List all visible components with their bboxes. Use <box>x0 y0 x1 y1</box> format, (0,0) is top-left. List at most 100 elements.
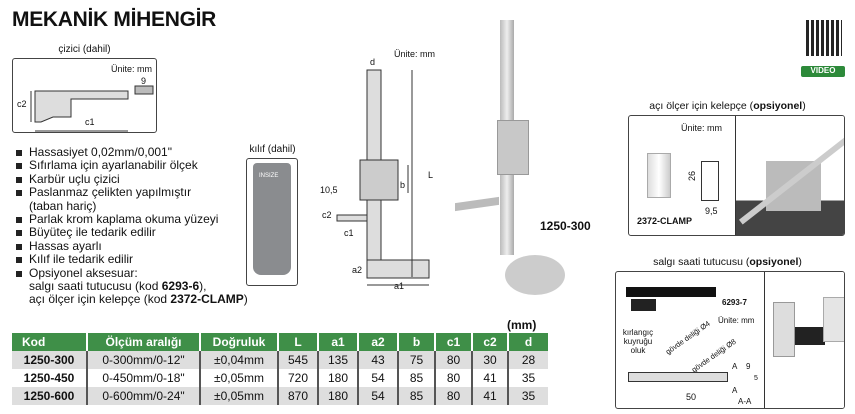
accessory-line: açı ölçer için kelepçe (kod 2372-CLAMP) <box>16 293 248 306</box>
feature-item: Sıfırlama için ayarlanabilir ölçek <box>16 158 248 172</box>
text: salgı saati tutucusu ( <box>653 256 750 268</box>
table-cell: 870 <box>277 387 318 405</box>
video-badge[interactable]: VIDEO <box>801 66 845 77</box>
table-cell: 75 <box>397 351 435 369</box>
table-cell: 54 <box>357 387 398 405</box>
text: opsiyonel <box>749 256 799 268</box>
hole8-label: gövde deliği Ø8 <box>689 336 738 375</box>
col-header: c2 <box>471 333 508 351</box>
dim-b: b <box>400 180 406 190</box>
accessory-code: 6293-6 <box>161 279 200 294</box>
section-label: A-A <box>738 397 752 406</box>
scriber-diagram: Ünite: mm 9 c1 c2 <box>12 58 157 133</box>
holder-panel: 6293-7 Ünite: mm kırlangıç kuyruğu oluk … <box>615 271 845 409</box>
case-caption: kılıf (dahil) <box>249 144 296 155</box>
col-header: b <box>397 333 435 351</box>
feature-item-cont: (taban hariç) <box>16 198 248 213</box>
scriber-width-label: 9 <box>141 76 147 86</box>
product-model-label: 1250-300 <box>540 219 591 233</box>
qr-code <box>806 20 842 56</box>
table-cell: 1250-600 <box>12 387 87 405</box>
case-shape <box>253 163 291 275</box>
dim-a2: a2 <box>352 265 363 275</box>
col-header: Ölçüm aralığı <box>86 333 200 351</box>
accessory-line: salgı saati tutucusu (kod 6293-6), <box>16 279 248 294</box>
scriber-c2-label: c2 <box>17 99 27 109</box>
col-header: a1 <box>317 333 358 351</box>
table-cell: 180 <box>317 387 358 405</box>
holder-usage-photo <box>765 272 844 408</box>
section-marker: A <box>732 386 738 395</box>
feature-list: Hassasiyet 0,02mm/0,001" Sıfırlama için … <box>16 145 248 307</box>
feature-text: (taban hariç) <box>29 198 97 213</box>
holder-code: 6293-7 <box>722 298 747 307</box>
text: opsiyonel <box>753 100 803 112</box>
section-marker: A <box>732 362 738 371</box>
text: ), <box>199 279 207 294</box>
table-cell: 1250-450 <box>23 371 75 385</box>
col-header: c1 <box>434 333 472 351</box>
feature-item: Parlak krom kaplama okuma yüzeyi <box>16 212 248 226</box>
dim-d: d <box>370 57 376 67</box>
text: açı ölçer için kelepçe (kod <box>29 292 171 307</box>
clamp-photo <box>647 153 671 198</box>
height-gauge-drawing <box>336 69 430 286</box>
table-cell: 0-600mm/0-24" <box>86 387 200 405</box>
table-cell: 0-450mm/0-18" <box>86 369 200 387</box>
holder-width-dim: 9 <box>746 362 751 371</box>
table-cell: 80 <box>434 369 472 387</box>
table-cell: ±0,05mm <box>199 387 278 405</box>
dim-c2: c2 <box>322 210 332 220</box>
col-header: Doğruluk <box>199 333 278 351</box>
text: ) <box>243 292 248 307</box>
case-image: INSIZE <box>246 158 298 286</box>
text: ) <box>798 256 802 268</box>
table-cell: ±0,05mm <box>199 369 278 387</box>
text: salgı saati tutucusu (kod <box>29 279 162 294</box>
table-cell: 43 <box>357 351 398 369</box>
scriber-c1-label: c1 <box>85 117 95 127</box>
holder-photo <box>626 287 716 297</box>
dim-10-5: 10,5 <box>320 185 338 195</box>
table-cell: 180 <box>317 369 358 387</box>
table-cell: 720 <box>277 369 318 387</box>
table-cell: 35 <box>507 387 548 405</box>
page-title: MEKANİK MİHENGİR <box>12 8 217 31</box>
drawing-unit: Ünite: mm <box>394 49 436 59</box>
clamp-code: 2372-CLAMP <box>637 216 693 226</box>
feature-item: Hassas ayarlı <box>16 239 248 253</box>
feature-item: Büyüteç ile tedarik edilir <box>16 226 248 239</box>
table-cell: 35 <box>507 369 548 387</box>
feature-item: Paslanmaz çelikten yapılmıştır <box>16 185 248 199</box>
table-cell: 30 <box>471 351 508 369</box>
accessory-code: 2372-CLAMP <box>170 292 244 307</box>
feature-item: Opsiyonel aksesuar: <box>16 266 248 280</box>
table-cell: 28 <box>507 351 548 369</box>
table-cell: 0-300mm/0-12" <box>86 351 200 369</box>
table-cell: 80 <box>434 387 472 405</box>
hole4-label: gövde deliği Ø4 <box>663 318 712 357</box>
product-photo <box>455 20 565 300</box>
clamp-unit: Ünite: mm <box>681 123 723 133</box>
scriber-caption: çizici (dahil) <box>58 44 111 55</box>
table-cell: 85 <box>397 369 435 387</box>
table-cell: ±0,04mm <box>199 351 278 369</box>
table-cell: 41 <box>471 369 508 387</box>
dim-a1: a1 <box>394 281 405 291</box>
feature-item: Hassasiyet 0,02mm/0,001" <box>16 145 248 159</box>
table-cell: 54 <box>357 369 398 387</box>
clamp-width-dim: 9,5 <box>705 206 718 216</box>
case-brand-logo: INSIZE <box>259 173 279 179</box>
clamp-drawing <box>701 161 719 201</box>
table-cell: 85 <box>397 387 435 405</box>
clamp-panel: Ünite: mm 26 9,5 2372-CLAMP <box>628 115 845 236</box>
table-cell: 80 <box>434 351 472 369</box>
clamp-usage-photo <box>736 116 844 235</box>
dovetail-label: kırlangıç kuyruğu oluk <box>622 328 654 355</box>
dim-c1: c1 <box>344 228 354 238</box>
feature-item: Karbür uçlu çizici <box>16 172 248 186</box>
